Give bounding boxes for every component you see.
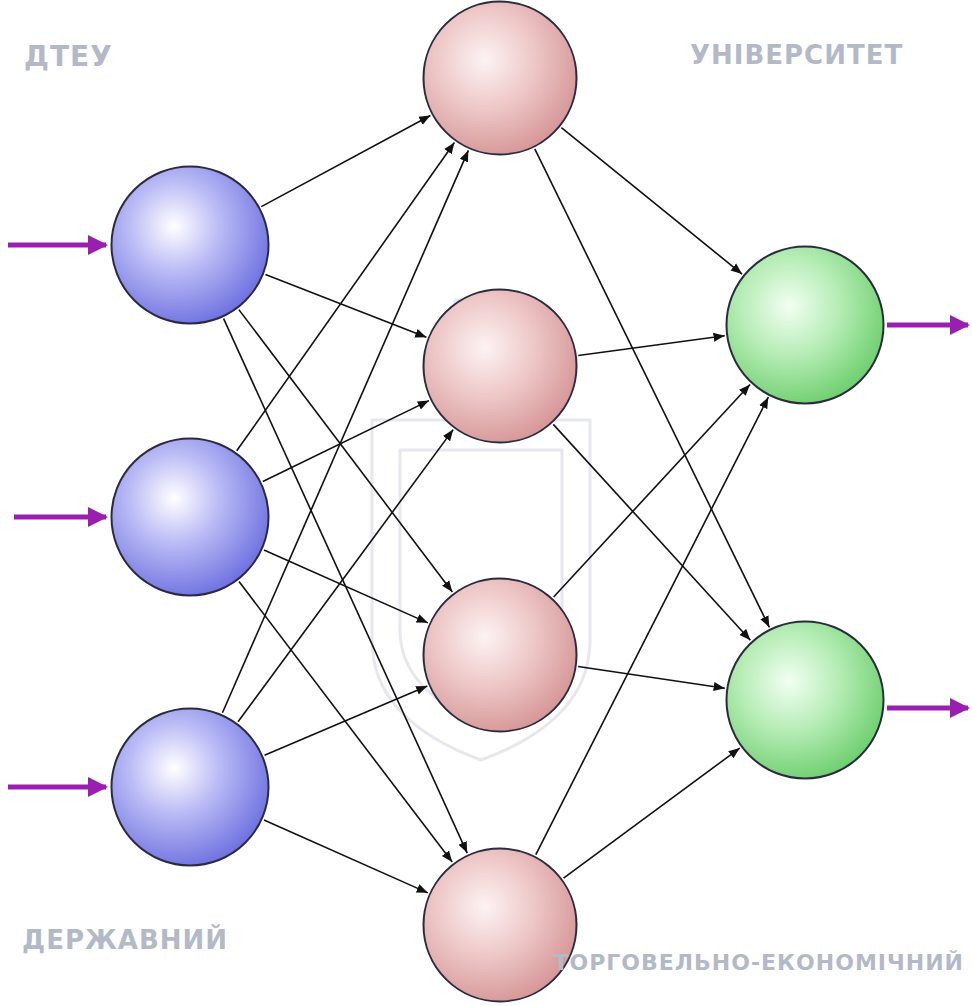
- hidden-neuron: [422, 0, 578, 156]
- neuron-circle: [112, 439, 269, 596]
- weight-connector: [564, 748, 740, 878]
- weight-connector: [561, 128, 742, 274]
- weight-connector: [553, 424, 750, 640]
- output-neuron: [725, 245, 885, 405]
- neuron-outline: [725, 245, 885, 405]
- weight-connector: [238, 430, 453, 722]
- input-neuron: [110, 437, 270, 597]
- weight-connector: [261, 115, 430, 206]
- weight-connector: [264, 820, 428, 893]
- input-neuron: [110, 707, 270, 867]
- neuron-circle: [424, 849, 577, 1002]
- neuron-outline: [110, 165, 270, 325]
- neuron-outline: [422, 847, 578, 1003]
- hidden-neuron: [422, 847, 578, 1003]
- neuron-outline: [110, 437, 270, 597]
- weight-connector: [265, 274, 426, 337]
- neuron-circle: [112, 167, 269, 324]
- neuron-circle: [424, 290, 577, 443]
- neuron-outline: [422, 288, 578, 444]
- watermark-text: ДЕРЖАВНИЙ: [22, 925, 228, 955]
- neuron-circle: [424, 579, 577, 732]
- weight-connector: [239, 310, 453, 592]
- hidden-neuron: [422, 288, 578, 444]
- neuron-outline: [422, 0, 578, 156]
- weight-connector: [578, 336, 724, 356]
- weight-connector: [263, 401, 429, 482]
- neuron-circle: [424, 2, 577, 155]
- watermark-text: УНІВЕРСИТЕТ: [690, 40, 903, 70]
- neuron-outline: [110, 707, 270, 867]
- signal-arrows: [8, 245, 968, 787]
- input-neuron: [110, 165, 270, 325]
- neuron-circle: [112, 709, 269, 866]
- weight-connector: [578, 667, 725, 689]
- weight-connector: [265, 686, 428, 755]
- neuron-circle: [727, 622, 884, 779]
- neuron-outline: [725, 620, 885, 780]
- output-neuron: [725, 620, 885, 780]
- weight-connector: [239, 581, 452, 862]
- hidden-neuron: [422, 577, 578, 733]
- neuron-outline: [422, 577, 578, 733]
- watermark-text: ДТЕУ: [24, 40, 113, 73]
- neuron-circle: [727, 247, 884, 404]
- watermark-text: ТОРГОВЕЛЬНО-ЕКОНОМІЧНИЙ: [553, 950, 964, 975]
